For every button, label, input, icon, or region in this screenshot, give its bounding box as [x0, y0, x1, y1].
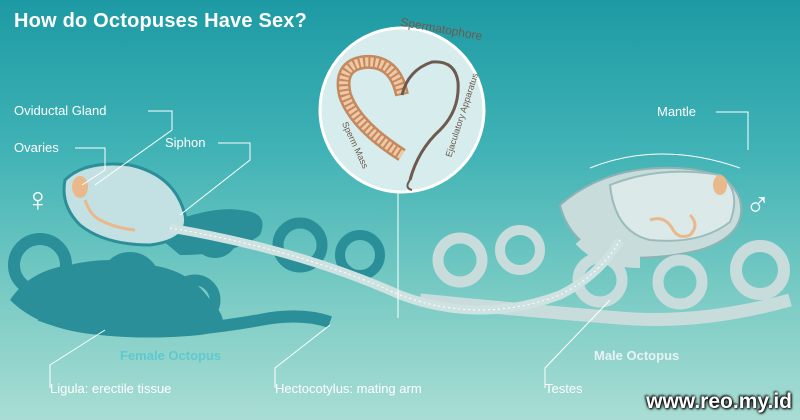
label-ligula: Ligula: erectile tissue: [50, 381, 172, 396]
watermark: www.reo.my.id: [646, 390, 792, 413]
label-hectocotylus: Hectocotylus: mating arm: [275, 381, 422, 396]
label-siphon: Siphon: [165, 135, 206, 150]
male-testes-shape: [713, 175, 727, 195]
leader-lines: [49, 110, 749, 388]
label-ovaries: Ovaries: [14, 140, 59, 155]
diagram-title: How do Octopuses Have Sex?: [14, 10, 308, 32]
female-ovary: [72, 176, 88, 198]
female-mantle: [62, 162, 188, 247]
caption-female-octopus: Female Octopus: [120, 348, 222, 363]
spermatophore-inset: [318, 26, 486, 194]
female-symbol-icon: ♀: [25, 181, 51, 219]
label-oviductal-gland: Oviductal Gland: [14, 103, 107, 118]
hectocotylus-arm: [169, 223, 624, 315]
label-testes: Testes: [545, 381, 583, 396]
caption-male-octopus: Male Octopus: [594, 348, 680, 363]
male-symbol-icon: ♂: [745, 186, 771, 224]
label-mantle: Mantle: [657, 104, 697, 119]
male-octopus: [419, 166, 792, 327]
